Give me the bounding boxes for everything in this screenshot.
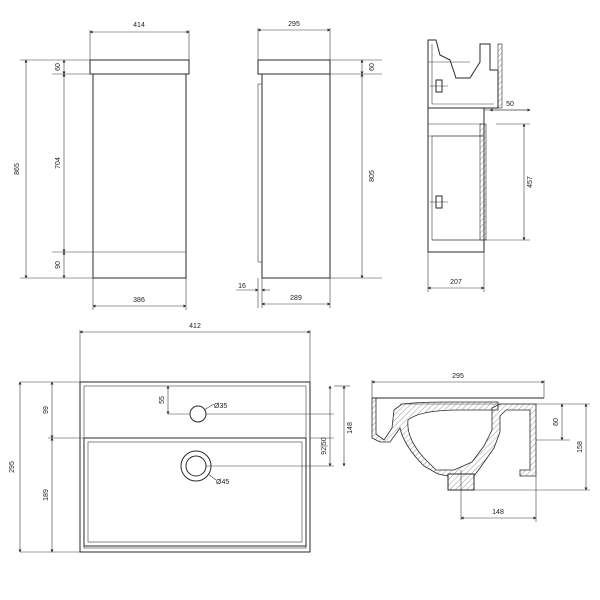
- dim-side-offset: 16: [238, 283, 246, 290]
- basin-outer: [79, 381, 311, 553]
- dim-bsec-waste-offset: 148: [492, 509, 504, 516]
- dim-front-width: 414: [133, 22, 145, 29]
- dim-front-door: 704: [55, 157, 62, 169]
- dim-side-height: 805: [369, 170, 376, 182]
- section-cabinet: [427, 107, 485, 253]
- basin-section-wall: [371, 397, 537, 491]
- side-top: [257, 59, 331, 75]
- dim-bsec-depth: 60: [553, 418, 560, 426]
- section-view: 50 457 207: [427, 39, 534, 292]
- dim-section-base: 207: [450, 279, 462, 286]
- dim-front-base: 386: [133, 297, 145, 304]
- dim-plan-tap-hole: Ø35: [214, 403, 227, 410]
- dim-side-base: 289: [290, 295, 302, 302]
- front-cabinet: [92, 73, 187, 279]
- dim-plan-tap-offset: 55: [159, 396, 166, 404]
- side-cabinet: [261, 73, 331, 279]
- side-view: 295 60 805 16 289: [236, 21, 382, 308]
- dim-plan-front: 189: [43, 489, 50, 501]
- dim-section-depth: 50: [506, 101, 514, 108]
- dim-plan-bowl-depth: 148: [347, 422, 354, 434]
- basin-bowl: [83, 437, 307, 547]
- dim-side-depth: 295: [288, 21, 300, 28]
- dim-plan-waste: Ø45: [216, 479, 229, 486]
- dim-plan-rear: 99: [43, 406, 50, 414]
- tap-hole: [189, 405, 207, 423]
- dim-front-height: 865: [14, 163, 21, 175]
- dim-section-shelf: 457: [527, 176, 534, 188]
- dim-side-top: 60: [369, 63, 376, 71]
- dim-bsec-width: 295: [452, 373, 464, 380]
- basin-plan: 412 295 99 189 55 Ø35 92|50 148 Ø45: [9, 323, 354, 553]
- front-view: 414 865 60 704 90 386: [14, 22, 190, 310]
- dim-plan-width: 412: [189, 323, 201, 330]
- basin-section: 295 60 158 148: [371, 373, 590, 522]
- dim-plan-hole-offset: 92|50: [321, 437, 328, 454]
- dim-plan-depth: 295: [9, 461, 16, 473]
- dim-front-top: 60: [55, 63, 62, 71]
- front-top: [89, 59, 190, 75]
- dim-front-plinth: 90: [55, 261, 62, 269]
- dim-bsec-height: 158: [577, 441, 584, 453]
